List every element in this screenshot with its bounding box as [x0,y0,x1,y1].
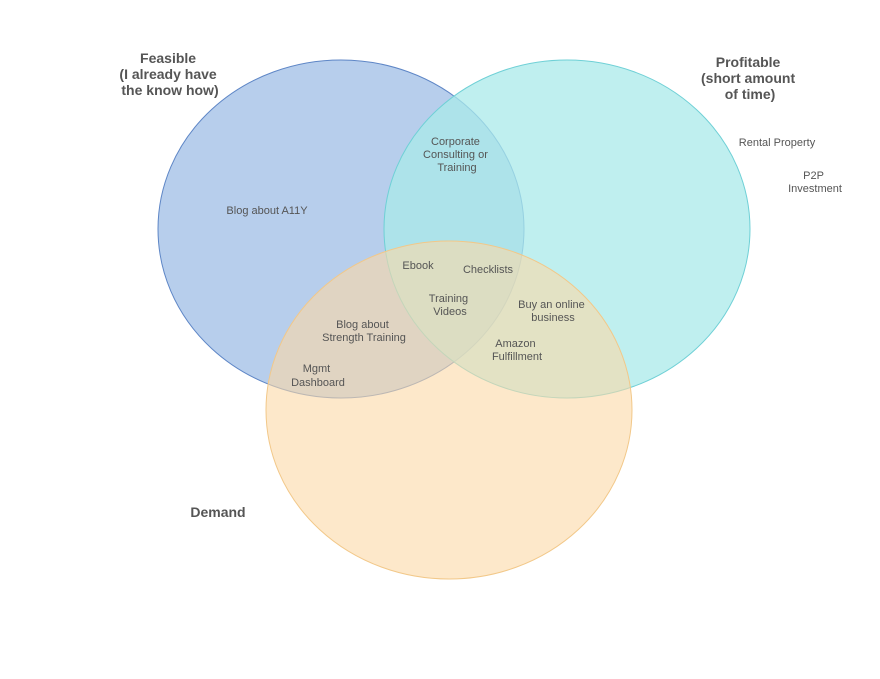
item-corporate-consulting-line-2: Consulting or [423,149,488,161]
profitable-title-line-2: (short amount [701,70,795,86]
profitable-title: Profitable (short amount of time) [701,54,799,102]
demand-title-line-1: Demand [190,504,245,520]
item-blog-strength-training: Blog about Strength Training [322,319,406,344]
item-corporate-consulting-line-1: Corporate [431,136,480,148]
item-rental-property-line-1: Rental Property [739,137,816,149]
item-checklists-line-1: Checklists [463,264,514,276]
item-mgmt-dashboard-line-1: Mgmt [303,363,331,375]
item-amazon-fulfillment: Amazon Fulfillment [492,338,542,363]
item-ebook: Ebook [402,260,434,272]
item-blog-a11y: Blog about A11Y [226,205,308,217]
feasible-title-line-3: the know how) [121,82,218,98]
item-p2p-investment-line-2: Investment [788,183,842,195]
item-ebook-line-1: Ebook [402,260,434,272]
item-training-videos-line-2: Videos [433,306,467,318]
item-buy-online-business: Buy an online business [518,299,588,324]
item-p2p-investment-line-1: P2P [803,170,824,182]
item-buy-online-business-line-1: Buy an online [518,299,585,311]
feasible-title: Feasible (I already have the know how) [119,50,220,98]
item-blog-strength-training-line-1: Blog about [336,319,389,331]
item-training-videos-line-1: Training [429,293,468,305]
item-corporate-consulting-line-3: Training [437,162,476,174]
item-amazon-fulfillment-line-1: Amazon [495,338,535,350]
item-amazon-fulfillment-line-2: Fulfillment [492,351,542,363]
item-mgmt-dashboard: Mgmt Dashboard [291,363,345,389]
item-buy-online-business-line-2: business [531,312,575,324]
item-rental-property: Rental Property [739,137,816,149]
item-blog-a11y-line-1: Blog about A11Y [226,205,308,217]
item-corporate-consulting: Corporate Consulting or Training [423,136,491,174]
demand-title: Demand [190,504,245,520]
item-training-videos: Training Videos [429,293,471,318]
item-blog-strength-training-line-2: Strength Training [322,332,406,344]
item-p2p-investment: P2P Investment [788,170,842,195]
demand-circle [265,240,633,580]
profitable-title-line-3: of time) [725,86,776,102]
profitable-title-line-1: Profitable [716,54,781,70]
item-checklists: Checklists [463,264,514,276]
item-mgmt-dashboard-line-2: Dashboard [291,377,345,389]
feasible-title-line-1: Feasible [140,50,196,66]
feasible-title-line-2: (I already have [119,66,216,82]
